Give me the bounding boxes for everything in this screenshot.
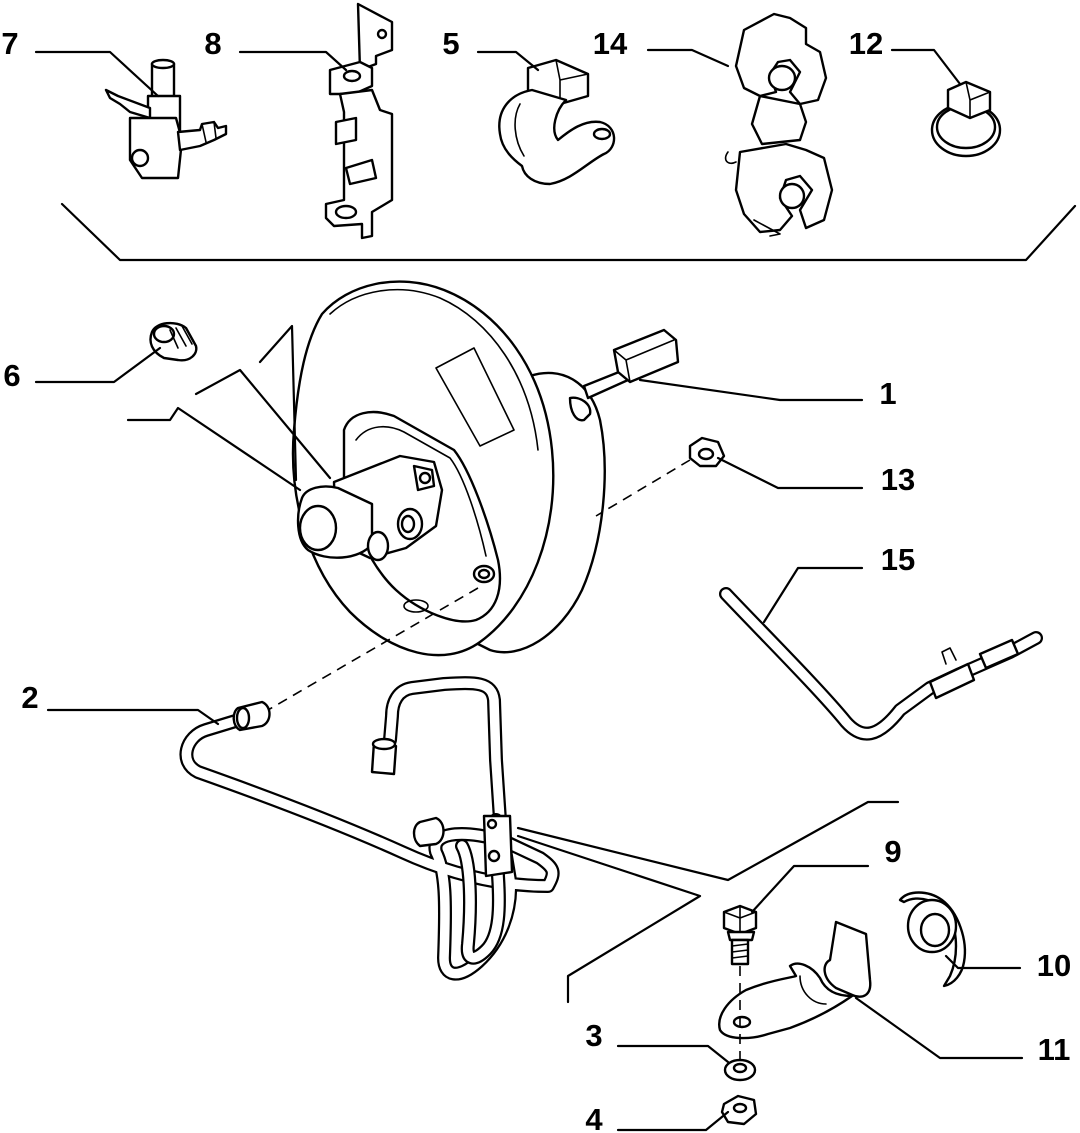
part-6-check-valve-grommet[interactable] [149, 321, 198, 362]
parts-group-bracket [60, 202, 1077, 262]
callout-7: 7 [1, 26, 18, 61]
part-10-spring-clip[interactable] [898, 891, 967, 988]
callout-1: 1 [879, 376, 896, 411]
callout-2: 2 [21, 680, 38, 715]
callout-6: 6 [3, 358, 20, 393]
callout-15: 15 [881, 542, 915, 577]
part-9-bolt[interactable] [722, 904, 758, 966]
part-3-washer[interactable] [723, 1058, 757, 1082]
callout-8: 8 [204, 26, 221, 61]
part-2-vacuum-pipe[interactable] [179, 676, 560, 981]
alignment-line-13 [595, 459, 691, 517]
alignment-line-2 [267, 587, 479, 711]
part-4-nut[interactable] [720, 1094, 758, 1126]
callout-labels: 7 8 5 14 12 6 1 13 15 2 9 10 11 3 4 [1, 26, 1071, 1133]
part-13-flange-nut[interactable] [688, 436, 726, 468]
callout-12: 12 [849, 26, 883, 61]
callout-3: 3 [585, 1018, 602, 1053]
part-5-pipe-clamp[interactable] [498, 58, 616, 186]
callout-10: 10 [1037, 948, 1071, 983]
part-8-mounting-bracket[interactable] [324, 2, 394, 240]
part-14-double-pipe-clip[interactable] [724, 12, 834, 237]
callout-5: 5 [442, 26, 459, 61]
part-11-support-bracket[interactable] [718, 920, 872, 1040]
part-12-hose-clip[interactable] [930, 80, 1002, 158]
part-7-vacuum-union[interactable] [104, 58, 228, 180]
callout-11: 11 [1038, 1032, 1071, 1067]
leader-lines [34, 48, 1024, 1132]
callout-13: 13 [881, 462, 915, 497]
part-15-vacuum-hose[interactable] [719, 587, 1043, 741]
callout-9: 9 [884, 834, 901, 869]
callout-4: 4 [585, 1102, 603, 1133]
part-1-brake-booster[interactable] [291, 280, 680, 657]
callout-14: 14 [593, 26, 628, 61]
